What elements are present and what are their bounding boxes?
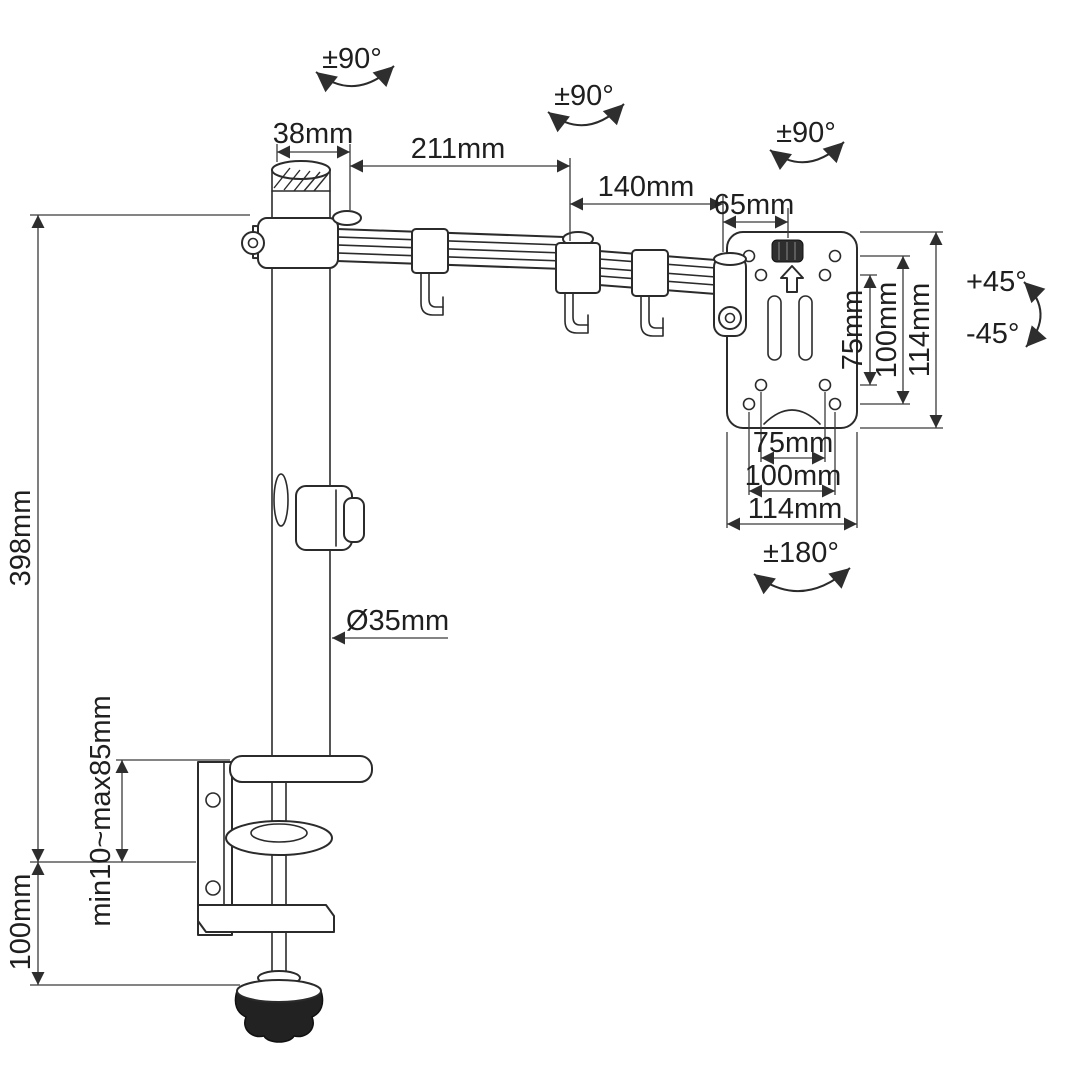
vesa-bottom-arc — [763, 409, 821, 425]
dimension-lines — [31, 145, 943, 985]
vesa-rotation-label: ±180° — [763, 537, 839, 569]
vesa-hole — [828, 249, 842, 263]
clamp-range-label: min10~max85mm — [85, 695, 117, 926]
vesa-bottom-75-label: 75mm — [753, 427, 834, 459]
clamp-knob-top — [236, 979, 322, 1003]
vesa-slot-left — [767, 295, 782, 361]
vesa-hole — [754, 378, 768, 392]
rotation-pole-label: ±90° — [322, 43, 382, 75]
vesa-hole — [818, 378, 832, 392]
pole-bracket — [241, 210, 362, 269]
desk-plate — [229, 755, 373, 783]
vesa-hole — [818, 268, 832, 282]
rotation-arc-vesa — [753, 567, 851, 595]
tilt-arc — [1023, 281, 1047, 348]
vesa-hole — [742, 397, 756, 411]
clamp-pad — [225, 820, 333, 856]
cap-width-label: 38mm — [273, 118, 354, 150]
arm-junction — [555, 231, 601, 334]
vesa-side-114-label: 114mm — [904, 283, 936, 378]
vesa-side-75-label: 75mm — [837, 290, 869, 371]
vesa-bottom-100-label: 100mm — [745, 460, 842, 492]
bracket-hole-top — [205, 792, 221, 808]
vesa-bottom-114-label: 114mm — [748, 493, 843, 525]
rotation-head-label: ±90° — [776, 117, 836, 149]
tilt-up-label: +45° — [966, 266, 1027, 298]
desk-clamp — [197, 755, 373, 1043]
rotation-arc-elbow — [547, 103, 625, 133]
clamp-knob — [234, 990, 324, 1043]
arm — [241, 210, 747, 337]
pole-height-label: 398mm — [5, 490, 37, 587]
clamp-bottom-arm — [197, 904, 335, 933]
pole-diameter-label: Ø35mm — [346, 605, 449, 637]
cable-hook-1 — [411, 228, 449, 316]
collar-lever — [343, 497, 365, 543]
vesa-hole — [828, 397, 842, 411]
rotation-arcs — [315, 65, 1047, 595]
rotation-elbow-label: ±90° — [554, 80, 614, 112]
vesa-hole — [754, 268, 768, 282]
head-offset-label: 65mm — [714, 189, 795, 221]
bracket-hole-bottom — [205, 880, 221, 896]
cable-hook-2 — [631, 249, 669, 337]
pole — [271, 160, 365, 761]
pole-slot — [273, 473, 289, 527]
labels: ±90° ±90° ±90° 38mm 211mm 140mm 65mm +45… — [5, 43, 1027, 970]
rotation-arc-head — [769, 141, 845, 171]
vesa-slot-right — [798, 295, 813, 361]
clamp-height-label: 100mm — [5, 874, 37, 971]
rotation-arc-pole — [315, 65, 395, 93]
vesa-plate — [726, 231, 858, 429]
pole-cap-hatching — [273, 167, 329, 192]
head-joint — [713, 252, 747, 337]
bracket-screw — [332, 210, 362, 226]
head-joint-bolt — [718, 306, 742, 330]
bracket-bolt — [241, 231, 265, 255]
pole-cap — [271, 160, 331, 180]
vesa-side-100-label: 100mm — [871, 282, 903, 379]
tilt-down-label: -45° — [966, 318, 1020, 350]
arm2-length-label: 140mm — [598, 171, 695, 203]
arm1-length-label: 211mm — [411, 133, 506, 165]
up-arrow-icon — [780, 265, 804, 293]
